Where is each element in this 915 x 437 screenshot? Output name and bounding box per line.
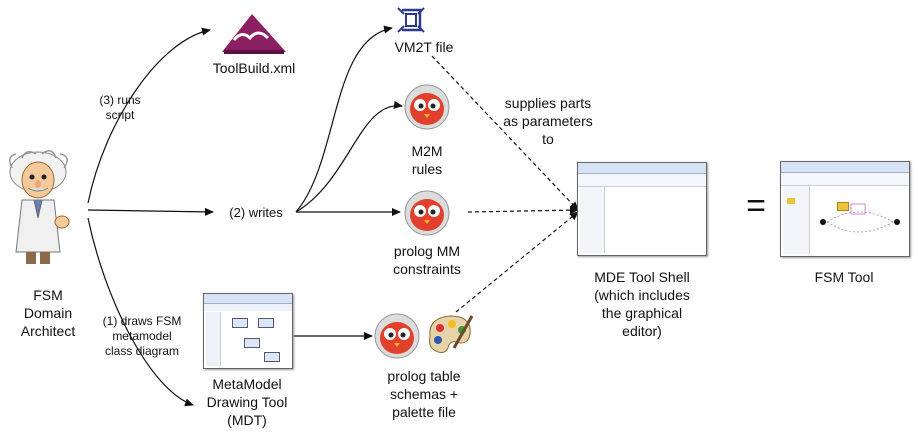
mde-tool-shell-label: MDE Tool Shell (which includes the graph…	[594, 269, 690, 339]
arrow-writes-vm2t	[295, 25, 393, 213]
mde-tool-shell-screenshot	[577, 162, 707, 256]
mdt-screenshot	[203, 293, 293, 369]
prolog-mm-label: prolog MM constraints	[393, 243, 461, 277]
dashed-vm2t-to-shell	[431, 55, 579, 211]
equals-sign: =	[746, 187, 766, 225]
dashed-prolog-mm-to-shell	[467, 206, 579, 215]
m2m-label: M2M rules	[411, 143, 443, 177]
supplies-parts-label: supplies parts as parameters to	[503, 95, 593, 147]
vm2t-label: VM2T file	[394, 39, 454, 55]
owl-icon	[404, 84, 450, 130]
step-writes-label: (2) writes	[229, 205, 283, 220]
vm2t-file-icon	[397, 7, 425, 33]
fsm-tool-screenshot	[780, 161, 910, 257]
arrow-writes	[87, 207, 214, 216]
actor-label: FSM Domain Architect	[20, 287, 76, 339]
toolbuild-label: ToolBuild.xml	[212, 60, 296, 76]
toolbuild-logo-icon	[222, 14, 286, 54]
mdt-label: MetaModel Drawing Tool (MDT)	[206, 376, 288, 428]
owl-icon	[374, 313, 420, 359]
step-draws-label: (1) draws FSM metamodel class diagram	[102, 314, 182, 358]
arrow-draws-diagram	[87, 217, 194, 407]
prolog-table-label: prolog table schemas + palette file	[387, 368, 461, 420]
arrow-writes-m2m	[295, 100, 403, 213]
owl-icon	[404, 190, 450, 236]
arrow-runs-script	[87, 27, 211, 204]
einstein-cartoon-icon	[9, 150, 70, 264]
step-runs-script-label: (3) runs script	[99, 93, 141, 122]
palette-icon	[429, 315, 474, 354]
fsm-tool-label: FSM Tool	[814, 269, 874, 285]
dashed-prolog-table-to-shell	[455, 211, 579, 313]
